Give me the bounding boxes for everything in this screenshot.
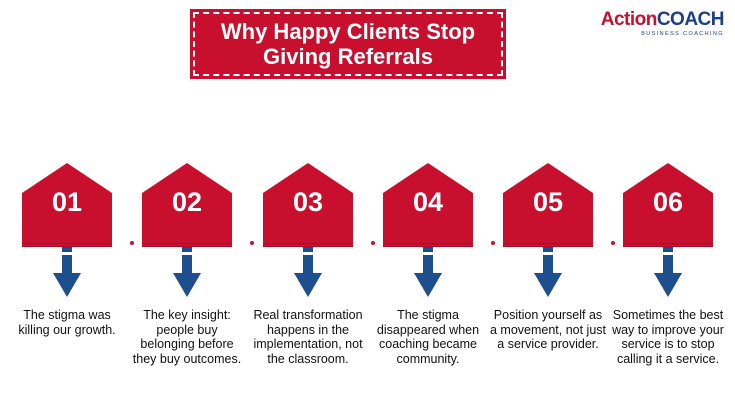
step-number: 04 xyxy=(412,187,444,217)
connector-dot xyxy=(491,241,495,245)
step-caption: Position yourself as a movement, not jus… xyxy=(489,308,607,351)
arrow-down-icon xyxy=(53,247,81,297)
step-02: 02 The key insight: people buy belonging… xyxy=(133,163,241,403)
house-shape xyxy=(623,163,713,247)
actioncoach-logo: ActionCOACH BUSINESS COACHING xyxy=(594,9,725,38)
step-01: 01 The stigma was killing our growth. xyxy=(18,163,116,403)
logo-action-text: Action xyxy=(600,9,658,30)
title-line-2: Giving Referrals xyxy=(263,44,433,69)
logo-coach-text: COACH xyxy=(656,9,725,30)
step-caption: The key insight: people buy belonging be… xyxy=(132,308,242,366)
step-03: 03 Real transformation happens in the im… xyxy=(253,163,363,403)
arrow-down-icon xyxy=(414,247,442,297)
house-shape xyxy=(503,163,593,247)
arrow-down-icon xyxy=(654,247,682,297)
step-number: 06 xyxy=(652,187,684,217)
arrow-down-icon xyxy=(534,247,562,297)
step-number: 03 xyxy=(292,187,324,217)
step-number: 02 xyxy=(171,187,203,217)
arrow-down-icon xyxy=(173,247,201,297)
title-banner: Why Happy Clients Stop Giving Referrals xyxy=(190,9,506,79)
connector-dot xyxy=(371,241,375,245)
step-number: 01 xyxy=(51,187,83,217)
logo-wordmark: ActionCOACH xyxy=(594,9,725,30)
logo-subtitle: BUSINESS COACHING xyxy=(641,31,724,37)
step-05: 05 Position yourself as a movement, not … xyxy=(490,163,606,403)
title-line-1: Why Happy Clients Stop xyxy=(220,19,476,44)
connector-dot xyxy=(130,241,134,245)
connector-dot xyxy=(250,241,254,245)
step-06: 06 Sometimes the best way to improve you… xyxy=(612,163,724,403)
step-number: 05 xyxy=(532,187,564,217)
connector-dot xyxy=(611,241,615,245)
arrow-down-icon xyxy=(294,247,322,297)
step-caption: Sometimes the best way to improve your s… xyxy=(612,308,724,366)
house-shape xyxy=(22,163,112,247)
step-caption: The stigma disappeared when coaching bec… xyxy=(376,308,480,366)
step-04: 04 The stigma disappeared when coaching … xyxy=(377,163,479,403)
step-caption: The stigma was killing our growth. xyxy=(18,308,116,337)
house-shape xyxy=(142,163,232,247)
house-shape xyxy=(383,163,473,247)
house-shape xyxy=(263,163,353,247)
step-caption: Real transformation happens in the imple… xyxy=(253,308,363,366)
